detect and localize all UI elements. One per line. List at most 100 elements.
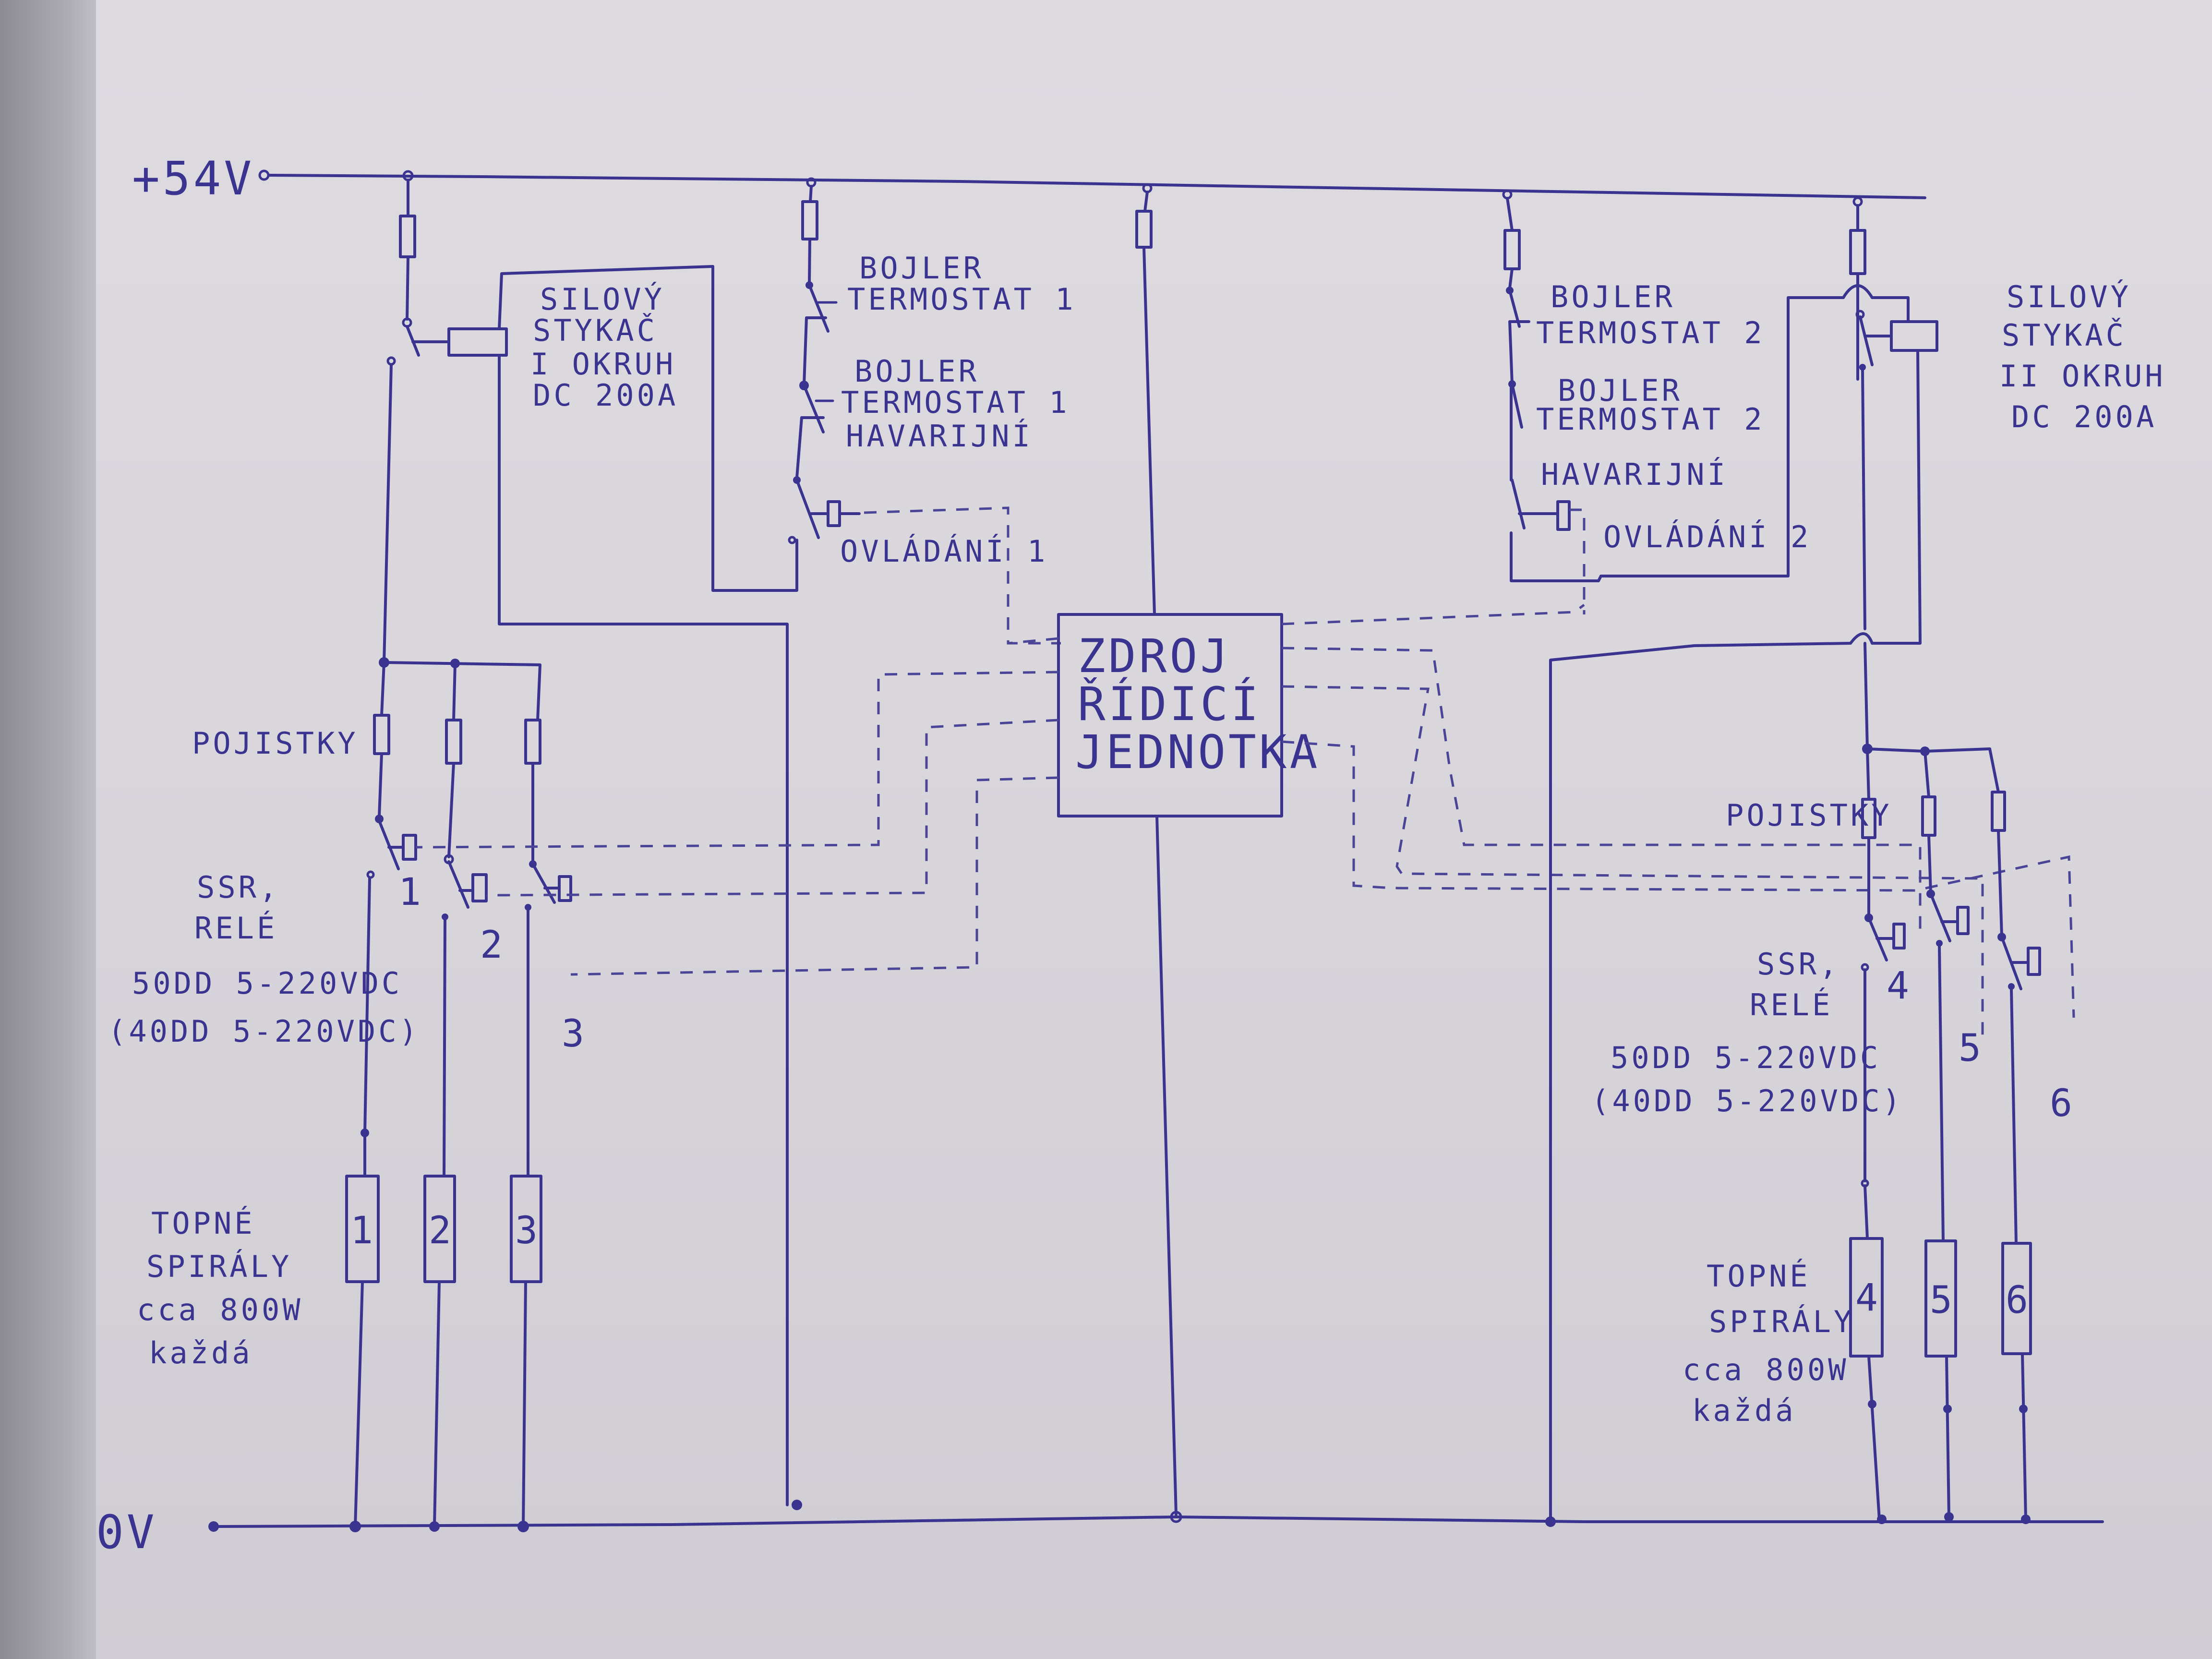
heater-4-number: 4 <box>1855 1276 1881 1320</box>
notebook-binding-shadow <box>0 0 110 1659</box>
boiler-2-emergency-line1: BOJLER <box>1558 373 1683 408</box>
boiler-1-emergency-line1: BOJLER <box>854 354 979 389</box>
wire-crossover <box>1849 632 1874 645</box>
ssr-2-coil <box>471 873 488 902</box>
fuse-boiler-1 <box>801 200 818 240</box>
ssr-1-number: 1 <box>398 871 424 914</box>
control-1-switch <box>795 479 820 539</box>
ssr-6-coil <box>2027 947 2041 976</box>
contactor-2-line4: DC 200A <box>2011 399 2157 434</box>
heater-2-number: 2 <box>429 1209 454 1252</box>
contactor-1-line4: DC 200A <box>533 378 678 413</box>
contact-node <box>525 904 531 911</box>
boiler-2-emergency-line3: HAVARIJNÍ <box>1541 457 1728 492</box>
ssr-1-signal-line <box>415 671 1059 849</box>
control-1-signal-line <box>864 506 1061 645</box>
contact-node <box>442 914 448 920</box>
boiler-2-thermostat-line2: TERMOSTAT 2 <box>1536 315 1765 350</box>
ground-rail-label: 0V <box>96 1505 157 1559</box>
contact-node <box>2008 983 2015 990</box>
contactor-1-line3: I OKRUH <box>530 347 676 382</box>
ground-node <box>2021 1515 2031 1524</box>
wire <box>803 316 808 385</box>
contactor-1-coil-return <box>498 354 789 1506</box>
contact-node <box>1943 1405 1952 1413</box>
control-2-coil <box>1556 500 1571 531</box>
heater-label-left-line3: cca 800W <box>137 1292 303 1327</box>
ground-node <box>1545 1516 1556 1527</box>
wire <box>447 762 455 858</box>
ssr-6-signal-line <box>1281 740 2075 1018</box>
wire <box>383 661 541 721</box>
wire <box>1506 197 1514 232</box>
ground-node <box>429 1521 440 1532</box>
wire <box>452 662 457 721</box>
contactor-2-switch-blade <box>1859 315 1874 366</box>
paper-sheet <box>96 0 2212 1659</box>
ground-rail: 0V <box>96 1505 2104 1559</box>
ground-node <box>1170 1511 1182 1523</box>
wire <box>1923 750 1932 894</box>
heater-label-right-line4: každá <box>1692 1393 1796 1428</box>
wire <box>522 1280 527 1528</box>
heater-label-left-line4: každá <box>149 1335 253 1370</box>
contactor-2-branch: SILOVÝ STYKAČ II OKRUH DC 200A <box>1545 196 2166 1527</box>
boiler-1-emergency-line2: TERMOSTAT 1 <box>841 385 1070 420</box>
ground-node <box>349 1521 361 1532</box>
ground-node <box>1877 1515 1887 1524</box>
heater-label-right-line1: TOPNÉ <box>1707 1259 1811 1294</box>
wire <box>1143 191 1149 213</box>
wire <box>1945 1355 1950 1518</box>
heater-label-left-line2: SPIRÁLY <box>146 1249 292 1284</box>
ssr-label-right-line1: SSR, <box>1757 947 1840 982</box>
wire <box>1866 747 1870 918</box>
ssr-2-signal-line <box>486 719 1059 897</box>
contactor-1-line2: STYKAČ <box>533 313 658 348</box>
positive-rail: +54V <box>132 152 1926 205</box>
wire <box>354 1280 364 1528</box>
control-unit-box <box>1057 613 1283 817</box>
contact-node <box>1936 940 1943 947</box>
thermostat-1-switch <box>808 284 830 333</box>
ssr-3-coil <box>558 875 572 902</box>
positive-rail-label: +54V <box>132 152 254 205</box>
wire-crossover <box>1842 284 1874 299</box>
wire <box>1871 296 1910 323</box>
wire <box>378 752 383 817</box>
heater-5 <box>1924 1239 1957 1358</box>
contactor-2-line2: STYKAČ <box>2002 318 2127 353</box>
wire <box>795 416 803 479</box>
wire <box>1508 267 1514 289</box>
heater-label-right-line3: cca 800W <box>1683 1352 1849 1387</box>
ssr-alt-model-left: (40DD 5-220VDC) <box>108 1014 420 1049</box>
control-2-switch <box>1511 479 1526 529</box>
contactor-2-coil <box>1890 320 1938 352</box>
contact-node <box>375 815 384 823</box>
ssr-3-switch <box>531 863 556 904</box>
contact-node <box>366 870 375 879</box>
ssr-label-left-line2: RELÉ <box>194 911 277 946</box>
fuse-contactor-2 <box>1849 229 1866 275</box>
heater-3-number: 3 <box>515 1209 541 1252</box>
contactor-1-coil <box>447 327 508 357</box>
control-2-signal-link <box>1569 508 1586 614</box>
fuse-3 <box>524 719 541 765</box>
ssr-2-switch <box>447 860 469 909</box>
contactor-2-coil-feed <box>1510 296 1845 582</box>
wire <box>1155 815 1178 1516</box>
heater-bank-1: 1 1 2 2 3 3 POJISTKY SSR, RELÉ <box>108 657 584 1532</box>
heater-label-right-line2: SPIRÁLY <box>1709 1304 1854 1339</box>
ssr-5-number: 5 <box>1959 1027 1984 1070</box>
boiler-2-thermostat-line1: BOJLER <box>1551 279 1675 314</box>
control-unit-line2: ŘÍDICÍ <box>1078 677 1262 731</box>
contact-node <box>1859 364 1866 371</box>
wire <box>2021 1352 2027 1521</box>
ground-node <box>792 1500 802 1510</box>
contactor-1-coil-feed <box>498 265 798 592</box>
wire <box>433 1280 441 1528</box>
heater-bank-2: 4 4 5 5 6 6 POJISTKY SSR <box>1591 642 2072 1524</box>
ssr-1-switch <box>378 819 400 870</box>
fuse-5 <box>1921 795 1936 837</box>
contactor-2-line3: II OKRUH <box>1999 359 2166 394</box>
heater-6-number: 6 <box>2006 1279 2031 1322</box>
